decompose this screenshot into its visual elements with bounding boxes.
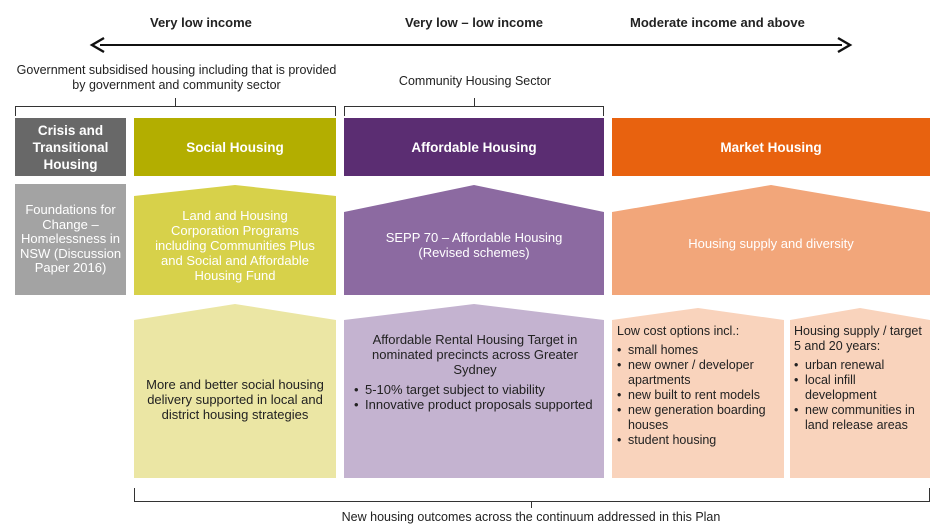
list-item: small homes [617, 343, 783, 358]
social-programs-text: Land and Housing Corporation Programs in… [155, 208, 315, 283]
affordable-rental-intro: Affordable Rental Housing Target in nomi… [372, 332, 578, 377]
spectrum-label-very-low: Very low income [150, 15, 252, 30]
foundations-for-change-box: Foundations for Change – Homelessness in… [15, 184, 126, 295]
list-item: new owner / developer apartments [617, 358, 783, 388]
list-item: student housing [617, 433, 783, 448]
low-cost-options-list: small homes new owner / developer apartm… [617, 343, 783, 448]
affordable-housing-header: Affordable Housing [344, 118, 604, 176]
list-item: Innovative product proposals supported [354, 397, 596, 412]
low-cost-options-intro: Low cost options incl.: [617, 324, 740, 338]
social-delivery-shape [134, 304, 336, 478]
social-delivery-text: More and better social housing delivery … [146, 376, 324, 422]
new-housing-outcomes-label: New housing outcomes across the continuu… [341, 510, 721, 524]
list-item: urban renewal [794, 358, 928, 373]
top-brackets [15, 98, 604, 116]
crisis-transitional-header: Crisis and Transitional Housing [15, 118, 126, 176]
affordable-rental-block: Affordable Rental Housing Target in nomi… [354, 332, 596, 412]
spectrum-label-moderate: Moderate income and above [630, 15, 805, 30]
list-item: 5-10% target subject to viability [354, 382, 596, 397]
low-cost-options-block: Low cost options incl.: small homes new … [617, 324, 783, 448]
social-programs-shape [134, 185, 336, 295]
community-housing-bracket-label: Community Housing Sector [398, 74, 552, 88]
market-supply-text: Housing supply and diversity [688, 235, 854, 251]
income-spectrum-arrow [89, 36, 853, 54]
sepp70-shape [344, 185, 604, 295]
spectrum-label-very-low-low: Very low – low income [405, 15, 543, 30]
market-housing-header: Market Housing [612, 118, 930, 176]
housing-supply-target-block: Housing supply / target 5 and 20 years: … [794, 324, 928, 433]
list-item: local infill development [794, 373, 928, 403]
sepp70-text: SEPP 70 – Affordable Housing (Revised sc… [385, 230, 563, 260]
government-housing-bracket-label: Government subsidised housing including … [16, 63, 337, 92]
affordable-rental-list: 5-10% target subject to viability Innova… [354, 382, 596, 412]
list-item: new built to rent models [617, 388, 783, 403]
market-supply-shape [612, 185, 930, 295]
housing-supply-target-list: urban renewal local infill development n… [794, 358, 928, 433]
list-item: new communities in land release areas [794, 403, 928, 433]
housing-supply-target-intro: Housing supply / target 5 and 20 years: [794, 324, 922, 353]
social-housing-header: Social Housing [134, 118, 336, 176]
list-item: new generation boarding houses [617, 403, 783, 433]
row2-pentagons [134, 185, 930, 295]
